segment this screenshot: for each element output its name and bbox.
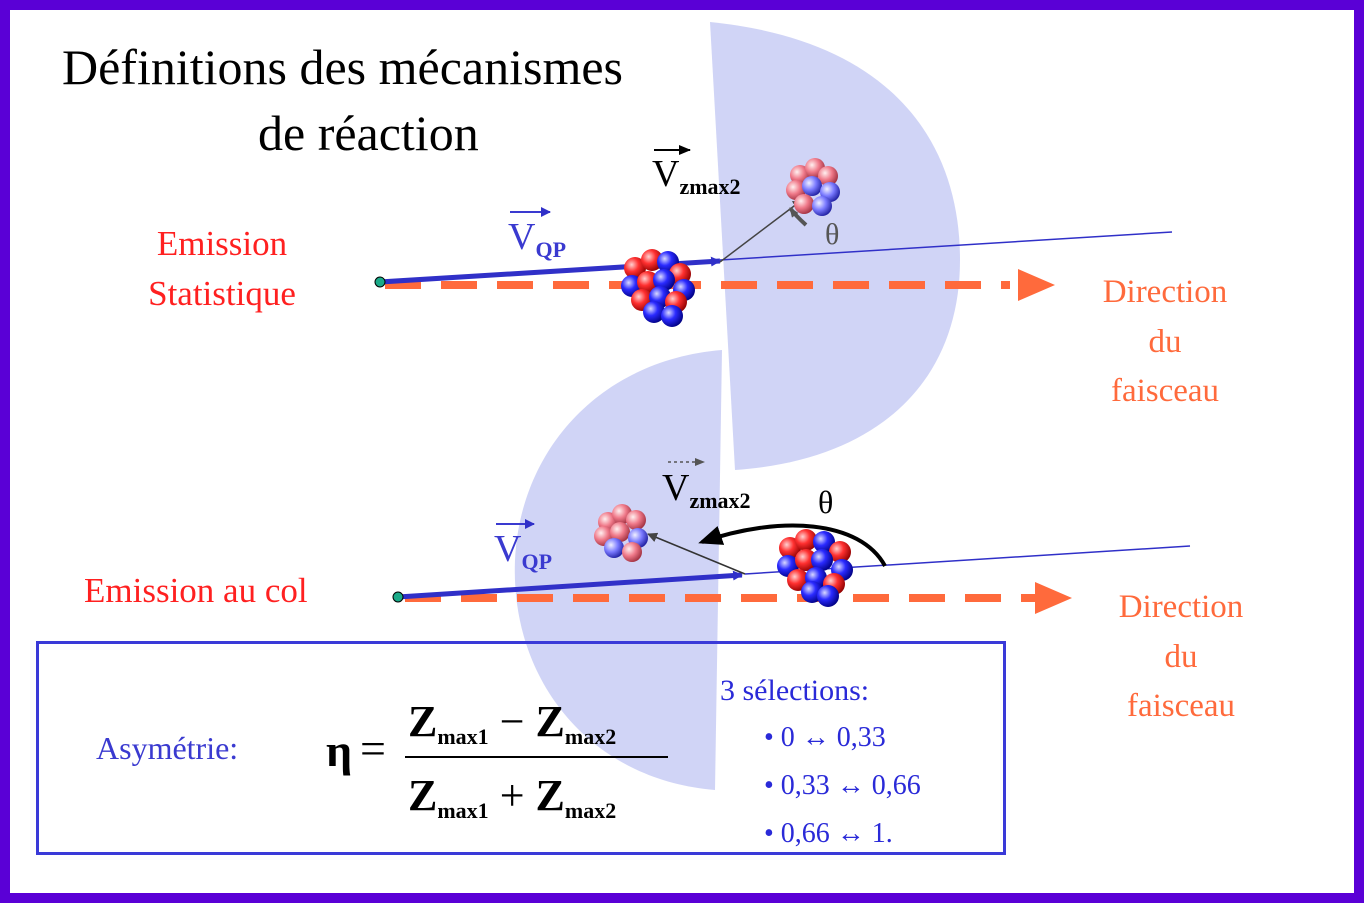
title-line2: de réaction <box>258 105 479 161</box>
fragment-cluster-top <box>786 158 840 216</box>
formula-denominator: Zmax1 + Zmax2 <box>408 771 617 823</box>
eta-symbol: η <box>326 725 353 776</box>
axis-line-top <box>719 231 1173 261</box>
emission-arrow-bottom <box>647 532 746 575</box>
asymmetry-label: Asymétrie: <box>96 730 239 766</box>
beam-arrowhead-bottom <box>1035 582 1072 614</box>
label-vqp-bottom: VQP <box>494 528 553 574</box>
nucleus-cluster-bottom <box>777 529 853 607</box>
label-vzmax2-bottom: Vzmax2 <box>662 467 751 513</box>
theta-label-top: θ <box>825 218 840 251</box>
origin-dot-top <box>374 276 386 288</box>
label-emission-au-col: Emission au col <box>84 571 308 610</box>
label-vqp-top: VQP <box>508 216 567 262</box>
equals-sign: = <box>360 723 386 774</box>
beam-direction-label-top: Direction du faisceau <box>1102 274 1228 409</box>
beam-direction-label-bottom: Direction du faisceau <box>1118 589 1244 724</box>
selection-item-2: • 0,33 ↔ 0,66 <box>764 770 921 801</box>
asymmetry-formula-box <box>36 641 1006 855</box>
fragment-cluster-bottom <box>594 504 648 562</box>
selection-item-1: • 0 ↔ 0,33 <box>764 722 886 753</box>
title-line1: Définitions des mécanismes <box>62 39 623 95</box>
selection-item-3: • 0,66 ↔ 1. <box>764 818 893 849</box>
emission-lobe-top <box>710 22 960 470</box>
origin-dot-bottom <box>392 591 404 603</box>
v-qp-arrow-bottom <box>397 570 743 600</box>
theta-arc-top <box>788 206 808 227</box>
label-emission-statistique-1: Emission <box>156 224 288 263</box>
emission-arrow-top <box>719 199 803 263</box>
emission-lobe-bottom <box>514 350 722 790</box>
formula-numerator: Zmax1 − Zmax2 <box>408 697 617 749</box>
theta-arc-bottom <box>698 523 887 567</box>
label-emission-statistique-2: Statistique <box>148 274 296 313</box>
nucleus-cluster-top <box>621 249 695 327</box>
theta-label-bottom: θ <box>818 484 834 520</box>
label-vzmax2-top: Vzmax2 <box>652 153 741 199</box>
selections-heading: 3 sélections: <box>720 674 870 707</box>
beam-arrowhead-top <box>1018 269 1055 301</box>
